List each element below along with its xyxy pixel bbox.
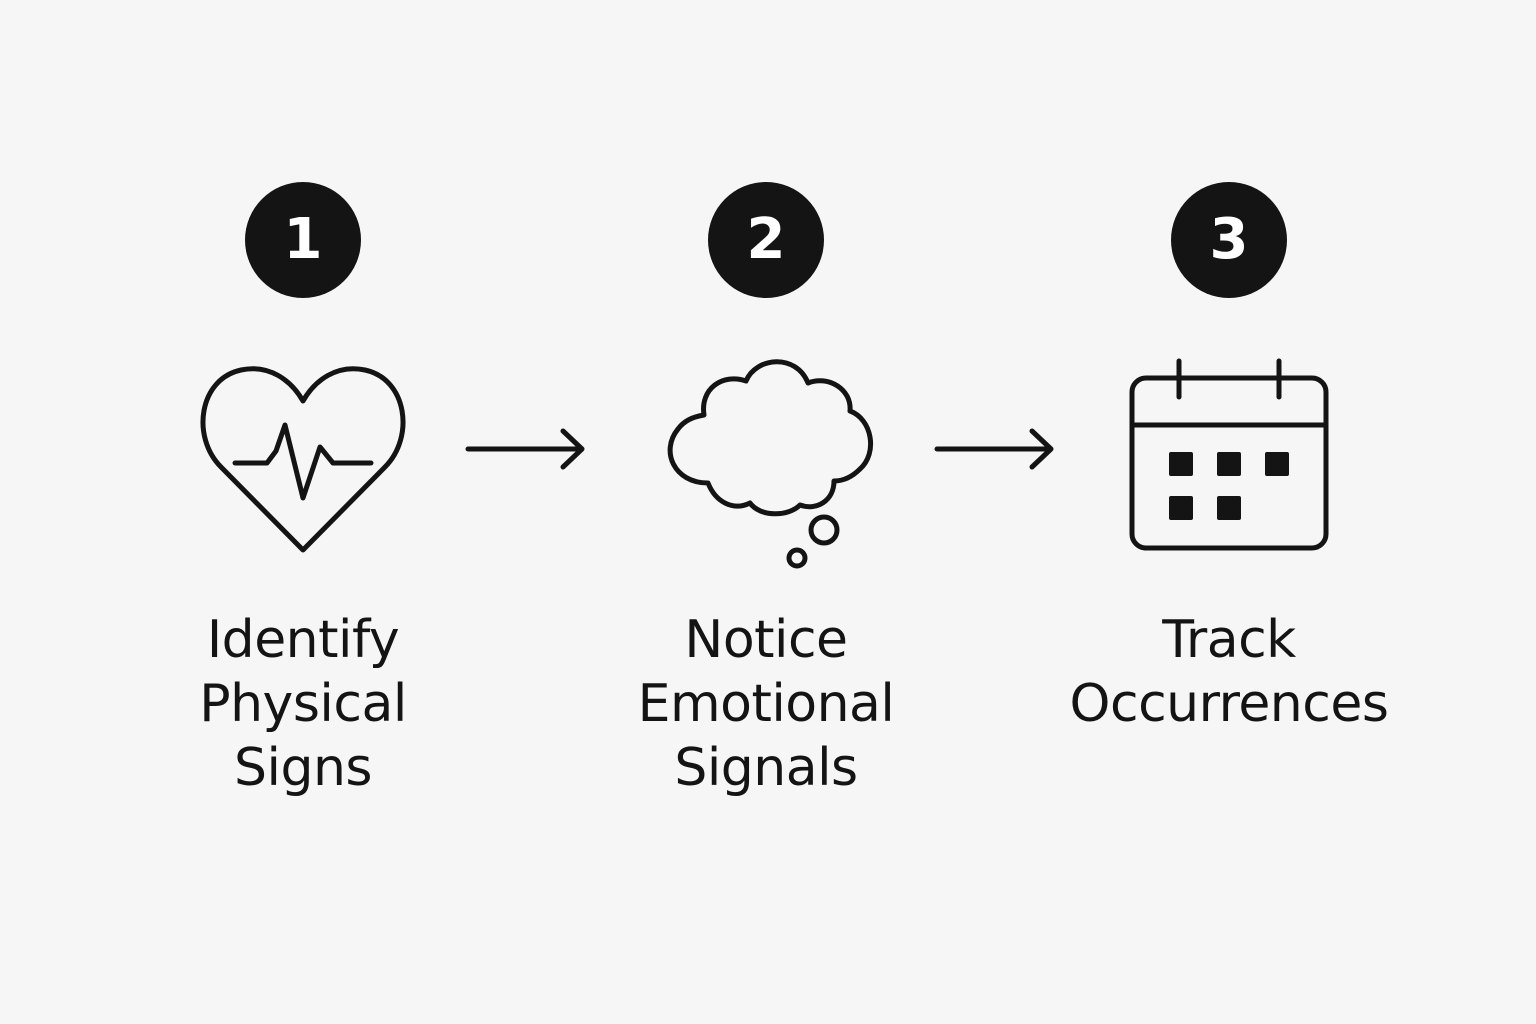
step-label-line: Track [1162, 610, 1296, 670]
arrow-right-icon [934, 425, 1056, 473]
step-3: 3 Track Occurrences [1039, 0, 1419, 1024]
step-number-badge: 3 [1171, 182, 1287, 298]
step-label: Identify Physical Signs [113, 608, 493, 800]
step-number-badge: 1 [245, 182, 361, 298]
calendar-icon-graphic [1129, 358, 1329, 551]
step-label-line: Identify [206, 610, 400, 670]
step-number-badge: 2 [708, 182, 824, 298]
step-label: Notice Emotional Signals [576, 608, 956, 800]
step-label-line: Emotional [637, 674, 895, 734]
thought-cloud-icon [656, 345, 876, 575]
step-2: 2 Notice Emotional Signals [576, 0, 956, 1024]
step-1: 1 Identify Physical Signs [113, 0, 493, 1024]
step-label: Track Occurrences [1039, 608, 1419, 736]
step-label-line: Notice [684, 610, 848, 670]
step-label-line: Physical [199, 674, 407, 734]
arrow-right-icon [465, 425, 587, 473]
step-label-line: Signs [233, 738, 373, 798]
thought-cloud-icon-graphic [667, 359, 874, 569]
step-label-line: Occurrences [1069, 674, 1389, 734]
heart-pulse-icon [193, 345, 413, 575]
calendar-icon [1119, 345, 1339, 575]
step-label-line: Signals [674, 738, 858, 798]
heart-pulse-icon-graphic [200, 366, 406, 553]
